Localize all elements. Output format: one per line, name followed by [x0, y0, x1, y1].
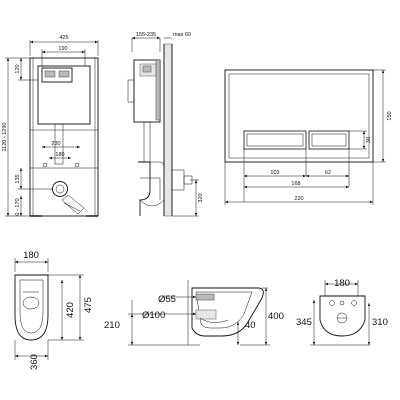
dim-168: 168	[291, 181, 300, 187]
fixing-hole-right	[351, 300, 357, 306]
toilet-side-view: Ø55 Ø100 210 40 400	[104, 280, 284, 346]
dim-40: 40	[245, 320, 256, 331]
toilet-side-outline	[191, 287, 264, 337]
frame-front-view: 425 190 1120 - 1290 120 230 180 135	[2, 35, 99, 217]
dim-135: 135	[15, 174, 21, 183]
flush-button-right	[308, 130, 350, 150]
dim-0-170: 0 - 170	[15, 198, 21, 215]
dim-62: 62	[325, 170, 331, 176]
frame-side-view: 155-235 max 60 320	[127, 32, 204, 217]
dim-150: 150	[387, 111, 393, 120]
dim-180-top: 180	[23, 250, 39, 261]
toilet-back-outline	[319, 295, 366, 337]
dim-120: 120	[15, 64, 21, 73]
dim-30: 30	[366, 137, 372, 143]
dim-180-back: 180	[334, 278, 350, 289]
dim-320: 320	[198, 193, 204, 202]
dim-425: 425	[59, 35, 68, 41]
dim-360: 360	[29, 354, 40, 370]
dim-400: 400	[268, 311, 284, 322]
dim-310: 310	[372, 317, 388, 328]
flush-plate-opening	[41, 67, 73, 83]
flush-plate: 150 30 103 62 168 220	[224, 69, 393, 205]
dim-230: 230	[51, 141, 60, 147]
dim-475: 475	[83, 297, 94, 313]
toilet-bowl-outline	[14, 274, 49, 341]
frame-outline	[29, 57, 99, 217]
dim-155-235: 155-235	[136, 32, 156, 38]
dim-345: 345	[296, 317, 312, 328]
dim-103: 103	[270, 170, 279, 176]
flush-plate-outline	[224, 69, 374, 163]
dim-210: 210	[104, 320, 120, 331]
toilet-top-view: 180 420 475 360	[14, 250, 94, 370]
dim-420: 420	[65, 302, 76, 318]
dim-d100: Ø100	[142, 310, 165, 321]
dim-220: 220	[294, 196, 303, 202]
toilet-back-view: 180 345 310	[296, 278, 388, 346]
outlet-circle	[52, 181, 68, 197]
flush-button-left	[243, 130, 307, 150]
cistern	[37, 65, 91, 125]
dim-180-frame: 180	[55, 152, 64, 158]
dim-d55: Ø55	[158, 294, 176, 305]
dim-max-60: max 60	[173, 32, 191, 38]
dim-1120-1290: 1120 - 1290	[2, 123, 8, 152]
fixing-hole-left	[329, 300, 335, 306]
dim-190: 190	[58, 46, 67, 52]
